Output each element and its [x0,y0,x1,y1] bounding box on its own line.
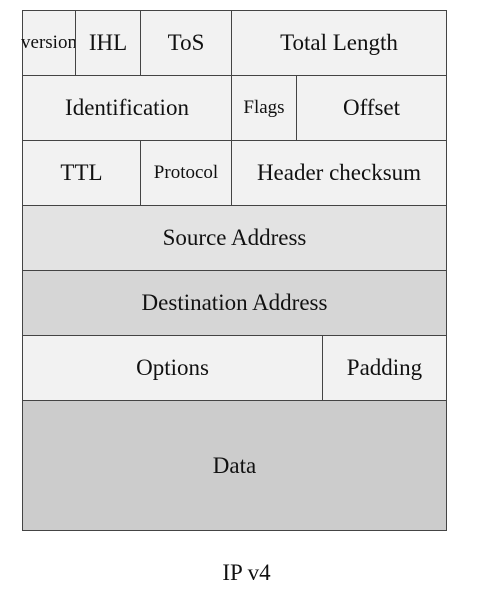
field-ttl: TTL [22,140,141,206]
field-tos: ToS [140,10,232,76]
field-flags: Flags [231,75,297,141]
field-options: Options [22,335,323,401]
field-data: Data [22,400,447,531]
field-version: version [21,10,77,76]
field-ihl: IHL [75,10,141,76]
field-header-checksum: Header checksum [231,140,447,206]
field-destination-address: Destination Address [22,270,447,336]
field-offset: Offset [296,75,447,141]
field-total-length: Total Length [231,10,447,76]
diagram-caption: IP v4 [222,560,271,585]
field-identification: Identification [22,75,232,141]
field-padding: Padding [322,335,447,401]
field-source-address: Source Address [22,205,447,271]
field-protocol: Protocol [140,140,232,206]
